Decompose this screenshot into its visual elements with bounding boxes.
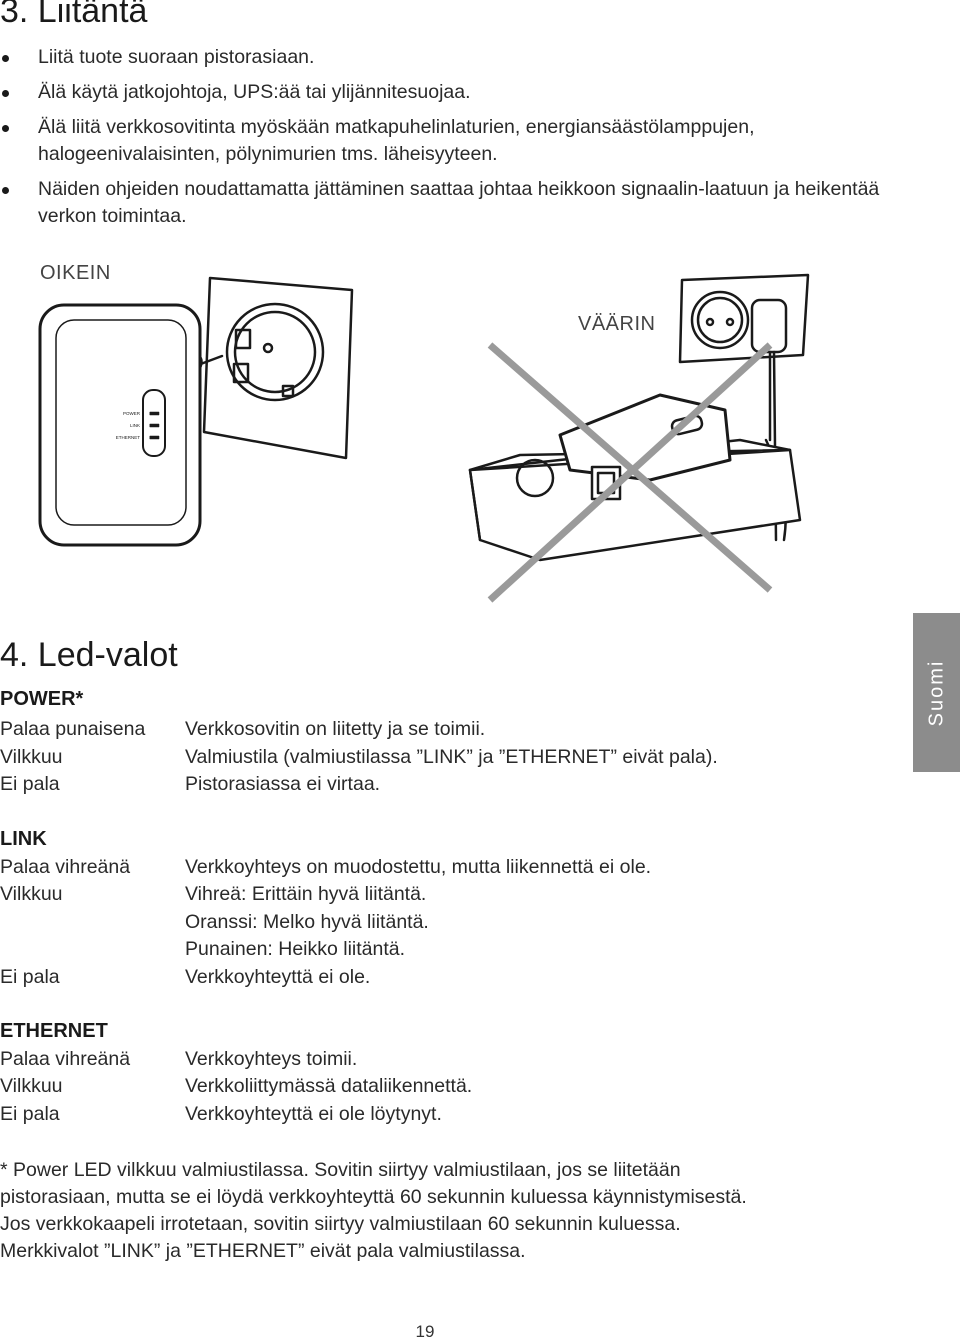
table-row: Palaa vihreänä Verkkoyhteys on muodostet… [0,856,652,878]
footnote: * Power LED vilkkuu valmiustilassa. Sovi… [0,1157,900,1265]
language-tab: Suomi [913,613,960,772]
table-row: Oranssi: Melko hyvä liitäntä. [185,911,429,933]
table-row: Vilkkuu Vihreä: Erittäin hyvä liitäntä. [0,883,427,905]
wall-socket-wrong [678,273,810,542]
list-item: Älä liitä verkkosovitinta myöskään matka… [0,114,880,168]
language-tab-label: Suomi [925,659,947,726]
table-row: Vilkkuu Verkkoliittymässä dataliikennett… [0,1075,473,1097]
table-row: Ei pala Pistorasiassa ei virtaa. [0,773,381,795]
bullet-icon [2,187,9,194]
bullet-icon [2,55,9,62]
label-correct: OIKEIN [40,262,111,284]
footnote-line: Jos verkkokaapeli irrotetaan, sovitin si… [0,1213,681,1235]
footnote-line: Merkkivalot ”LINK” ja ”ETHERNET” eivät p… [0,1240,526,1262]
powerline-adapter: POWER LINK ETHERNET [38,303,202,547]
bullet-icon [2,90,9,97]
page-number: 19 [415,1322,435,1341]
list-item: Näiden ohjeiden noudattamatta jättäminen… [0,176,880,230]
bullet-icon [2,125,9,132]
footnote-line: pistorasiaan, mutta se ei löydä verkkoyh… [0,1186,747,1208]
wall-socket-correct [196,276,354,460]
group-title-power: POWER* [0,688,84,710]
list-item: Älä käytä jatkojohtoja, UPS:ää tai ylijä… [0,79,880,106]
group-title-link: LINK [0,828,47,850]
list-item: Liitä tuote suoraan pistorasiaan. [0,44,880,71]
table-row: Vilkkuu Valmiustila (valmiustilassa ”LIN… [0,746,718,768]
led-label-power: POWER [123,411,141,416]
section-3-title: 3. Liitäntä [0,0,148,30]
connection-illustration: POWER LINK ETHERNET [38,273,810,603]
table-row: Palaa vihreänä Verkkoyhteys toimii. [0,1048,358,1070]
led-label-link: LINK [130,423,140,428]
footnote-line: * Power LED vilkkuu valmiustilassa. Sovi… [0,1159,681,1181]
label-wrong: VÄÄRIN [578,313,656,335]
table-row: Ei pala Verkkoyhteyttä ei ole. [0,966,371,988]
table-row: Ei pala Verkkoyhteyttä ei ole löytynyt. [0,1103,442,1125]
connection-instructions-list: Liitä tuote suoraan pistorasiaan. Älä kä… [0,44,880,238]
table-row: Palaa punaisena Verkkosovitin on liitett… [0,718,486,740]
group-title-ethernet: ETHERNET [0,1020,108,1042]
wrong-cross-mark [487,342,773,603]
led-label-ethernet: ETHERNET [116,435,141,440]
section-4-title: 4. Led-valot [0,636,178,674]
table-row: Punainen: Heikko liitäntä. [185,938,406,960]
